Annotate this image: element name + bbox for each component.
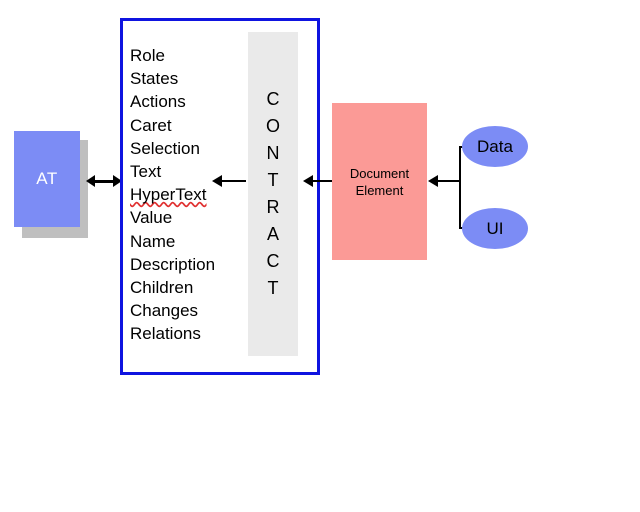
contract-letter: C — [266, 251, 280, 271]
list-item: Value — [130, 208, 173, 228]
at-arrow-head-right — [113, 175, 122, 187]
list-item: Actions — [130, 92, 186, 112]
text-pointer-arrow-shaft — [222, 180, 246, 182]
contract-letter: O — [265, 116, 280, 136]
list-item: Role — [130, 46, 165, 65]
list-item: Text — [130, 162, 162, 182]
at-arrow-head-left — [86, 175, 95, 187]
contract-letter: T — [267, 170, 279, 190]
sources-arrow-shaft — [437, 180, 460, 182]
contract-property-list: Role States Actions Caret Selection Text… — [130, 44, 245, 346]
list-item: Selection — [130, 138, 200, 158]
text-pointer-arrow-head — [212, 175, 222, 187]
ui-node: UI — [462, 208, 528, 249]
document-element-label-line2: Element — [355, 182, 404, 198]
list-item: Name — [130, 231, 176, 251]
list-item: Description — [130, 254, 216, 274]
document-element-label: Document Element — [350, 165, 409, 199]
list-item-misspelled: HyperText — [130, 185, 207, 205]
contract-letter: R — [266, 197, 280, 217]
contract-letter: N — [266, 143, 280, 163]
at-node — [14, 131, 80, 227]
document-arrow-shaft — [312, 180, 334, 182]
document-arrow-head — [303, 175, 313, 187]
list-item: Caret — [130, 115, 172, 135]
contract-letter: T — [267, 278, 279, 298]
list-item: Children — [130, 278, 194, 298]
contract-band: C O N T R A C T — [248, 32, 298, 356]
list-item: States — [130, 69, 179, 89]
data-node: Data — [462, 126, 528, 167]
document-element-label-line1: Document — [349, 165, 410, 181]
sources-arrow-head — [428, 175, 438, 187]
contract-letter: A — [266, 224, 279, 244]
list-item: Changes — [130, 301, 199, 321]
at-arrow-shaft — [92, 180, 116, 183]
contract-letter: C — [266, 89, 280, 109]
at-node-label: AT — [36, 169, 58, 188]
document-element-node: Document Element — [332, 103, 427, 260]
list-item: Relations — [130, 324, 201, 344]
sources-bracket-vertical — [459, 146, 461, 229]
